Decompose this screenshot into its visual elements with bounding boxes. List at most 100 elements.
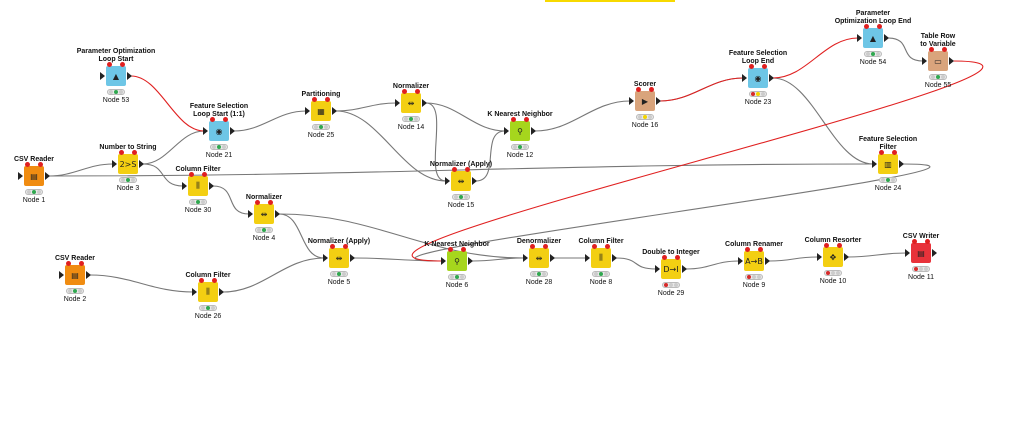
flow-variable-port[interactable] bbox=[912, 239, 917, 244]
flow-variable-port[interactable] bbox=[605, 244, 610, 249]
flow-variable-port[interactable] bbox=[199, 278, 204, 283]
output-port[interactable] bbox=[350, 254, 355, 262]
input-port[interactable] bbox=[738, 257, 743, 265]
connection-line[interactable] bbox=[425, 102, 447, 182]
input-port[interactable] bbox=[182, 182, 187, 190]
flow-variable-port[interactable] bbox=[824, 243, 829, 248]
input-port[interactable] bbox=[922, 57, 927, 65]
connection-line[interactable] bbox=[278, 213, 525, 259]
flow-variable-port[interactable] bbox=[66, 261, 71, 266]
node-icon[interactable]: ⇹ bbox=[395, 89, 427, 113]
workflow-node-node-26[interactable]: Column Filter⫼Node 26 bbox=[163, 272, 253, 320]
output-port[interactable] bbox=[472, 177, 477, 185]
output-port[interactable] bbox=[899, 160, 904, 168]
input-port[interactable] bbox=[655, 265, 660, 273]
flow-variable-port[interactable] bbox=[120, 62, 125, 67]
workflow-node-node-11[interactable]: CSV Writer▤Node 11 bbox=[876, 233, 966, 281]
flow-variable-port[interactable] bbox=[929, 47, 934, 52]
connection-line[interactable] bbox=[685, 260, 740, 270]
input-port[interactable] bbox=[323, 254, 328, 262]
workflow-node-node-14[interactable]: Normalizer⇹Node 14 bbox=[366, 83, 456, 131]
input-port[interactable] bbox=[192, 288, 197, 296]
input-port[interactable] bbox=[523, 254, 528, 262]
output-port[interactable] bbox=[275, 210, 280, 218]
node-icon[interactable]: ⇹ bbox=[523, 244, 555, 268]
output-port[interactable] bbox=[139, 160, 144, 168]
input-port[interactable] bbox=[305, 107, 310, 115]
input-port[interactable] bbox=[629, 97, 634, 105]
input-port[interactable] bbox=[112, 160, 117, 168]
flow-variable-port[interactable] bbox=[268, 200, 273, 205]
node-icon[interactable]: ▶ bbox=[629, 87, 661, 111]
connection-line[interactable] bbox=[847, 252, 907, 258]
workflow-node-node-5[interactable]: Normalizer (Apply)⇹Node 5 bbox=[294, 238, 384, 286]
connection-line[interactable] bbox=[335, 102, 397, 112]
node-icon[interactable]: ▤ bbox=[905, 239, 937, 263]
workflow-node-node-1[interactable]: CSV Reader▤Node 1 bbox=[0, 156, 79, 204]
flow-variable-port[interactable] bbox=[255, 200, 260, 205]
flow-variable-port[interactable] bbox=[212, 278, 217, 283]
workflow-node-node-21[interactable]: Feature Selection Loop Start (1:1)◉Node … bbox=[174, 103, 264, 159]
connection-line[interactable] bbox=[615, 257, 657, 270]
flow-variable-port[interactable] bbox=[675, 255, 680, 260]
connection-line[interactable] bbox=[887, 37, 924, 62]
flow-variable-port[interactable] bbox=[202, 172, 207, 177]
flow-variable-port[interactable] bbox=[330, 244, 335, 249]
flow-variable-port[interactable] bbox=[925, 239, 930, 244]
input-port[interactable] bbox=[59, 271, 64, 279]
flow-variable-port[interactable] bbox=[465, 167, 470, 172]
flow-variable-port[interactable] bbox=[402, 89, 407, 94]
node-icon[interactable]: ⇹ bbox=[445, 167, 477, 191]
flow-variable-port[interactable] bbox=[461, 247, 466, 252]
node-icon[interactable]: ⫼ bbox=[182, 172, 214, 196]
output-port[interactable] bbox=[230, 127, 235, 135]
workflow-node-node-10[interactable]: Column Resorter✥Node 10 bbox=[788, 237, 878, 285]
node-icon[interactable]: ⇹ bbox=[248, 200, 280, 224]
flow-variable-port[interactable] bbox=[119, 150, 124, 155]
flow-variable-port[interactable] bbox=[636, 87, 641, 92]
node-icon[interactable]: ▤ bbox=[59, 261, 91, 285]
input-port[interactable] bbox=[585, 254, 590, 262]
node-icon[interactable]: D→I bbox=[655, 255, 687, 279]
flow-variable-port[interactable] bbox=[543, 244, 548, 249]
workflow-node-node-25[interactable]: Partitioning▦Node 25 bbox=[276, 91, 366, 139]
input-port[interactable] bbox=[905, 249, 910, 257]
flow-variable-port[interactable] bbox=[107, 62, 112, 67]
input-port[interactable] bbox=[742, 74, 747, 82]
flow-variable-port[interactable] bbox=[524, 117, 529, 122]
flow-variable-port[interactable] bbox=[343, 244, 348, 249]
connection-line[interactable] bbox=[130, 75, 205, 132]
flow-variable-port[interactable] bbox=[79, 261, 84, 266]
connection-line[interactable] bbox=[222, 257, 325, 293]
output-port[interactable] bbox=[884, 34, 889, 42]
input-port[interactable] bbox=[441, 257, 446, 265]
connection-line[interactable] bbox=[335, 110, 447, 182]
output-port[interactable] bbox=[209, 182, 214, 190]
flow-variable-port[interactable] bbox=[132, 150, 137, 155]
flow-variable-port[interactable] bbox=[749, 64, 754, 69]
output-port[interactable] bbox=[127, 72, 132, 80]
output-port[interactable] bbox=[932, 249, 937, 257]
output-port[interactable] bbox=[765, 257, 770, 265]
flow-variable-port[interactable] bbox=[758, 247, 763, 252]
flow-variable-port[interactable] bbox=[530, 244, 535, 249]
connection-line[interactable] bbox=[425, 102, 506, 132]
output-port[interactable] bbox=[682, 265, 687, 273]
flow-variable-port[interactable] bbox=[25, 162, 30, 167]
input-port[interactable] bbox=[248, 210, 253, 218]
connection-line[interactable] bbox=[534, 100, 631, 132]
node-icon[interactable]: ⚲ bbox=[441, 247, 473, 271]
workflow-node-node-6[interactable]: K Nearest Neighbor⚲Node 6 bbox=[412, 241, 502, 289]
workflow-node-node-4[interactable]: Normalizer⇹Node 4 bbox=[219, 194, 309, 242]
flow-variable-port[interactable] bbox=[879, 150, 884, 155]
connection-line[interactable] bbox=[233, 110, 307, 132]
output-port[interactable] bbox=[468, 257, 473, 265]
input-port[interactable] bbox=[18, 172, 23, 180]
connection-line[interactable] bbox=[411, 60, 984, 262]
workflow-node-node-12[interactable]: K Nearest Neighbor⚲Node 12 bbox=[475, 111, 565, 159]
flow-variable-port[interactable] bbox=[762, 64, 767, 69]
flow-variable-port[interactable] bbox=[38, 162, 43, 167]
flow-variable-port[interactable] bbox=[942, 47, 947, 52]
flow-variable-port[interactable] bbox=[189, 172, 194, 177]
